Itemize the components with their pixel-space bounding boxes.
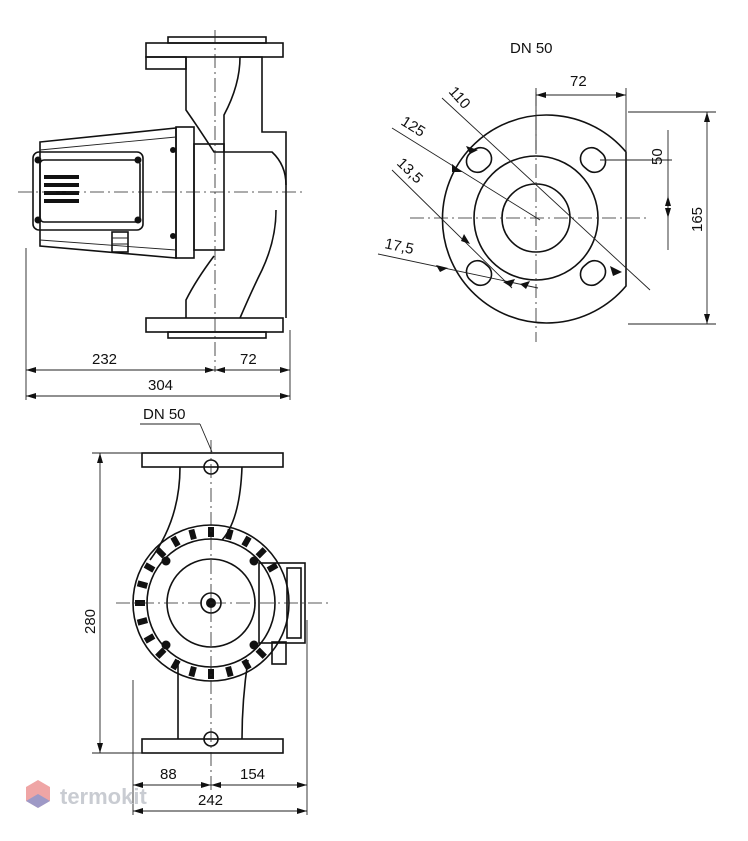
motor-ribs bbox=[39, 136, 177, 251]
flange-outline bbox=[441, 114, 627, 324]
cable-gland-thread bbox=[112, 237, 128, 245]
motor-flange bbox=[175, 126, 195, 259]
cooling-rib bbox=[225, 528, 234, 541]
upper-body bbox=[149, 466, 243, 561]
leader-line-175 bbox=[377, 253, 539, 289]
terminal-box-cover bbox=[39, 159, 141, 223]
cooling-rib bbox=[143, 562, 156, 573]
cooling-rib bbox=[255, 547, 267, 559]
cooling-rib bbox=[155, 547, 167, 559]
volute-top bbox=[224, 151, 287, 186]
dimension-arrows bbox=[536, 92, 626, 98]
side-dim-left: 232 bbox=[92, 351, 117, 368]
terminal-box bbox=[32, 151, 144, 231]
top-dim-total: 242 bbox=[198, 792, 223, 809]
top-dim-left: 88 bbox=[160, 766, 177, 783]
bolt-slot bbox=[465, 259, 493, 287]
lower-body-left bbox=[185, 255, 215, 318]
body-right-edge bbox=[240, 56, 287, 318]
flange-dim-125: 125 bbox=[398, 113, 428, 141]
upper-body-left bbox=[185, 56, 241, 153]
flange-dim-50: 50 bbox=[649, 148, 666, 165]
top-flange-boss bbox=[167, 36, 267, 44]
cooling-rib bbox=[136, 617, 149, 626]
cooling-rib bbox=[170, 658, 181, 671]
leader-line-125 bbox=[391, 127, 541, 221]
dn-leader bbox=[199, 423, 213, 453]
watermark-brand: termokit bbox=[60, 784, 147, 809]
flange-dim-175: 17,5 bbox=[383, 235, 415, 258]
bolt-slot bbox=[465, 146, 493, 174]
flange-dim-135: 13,5 bbox=[393, 155, 426, 188]
flange-dim-165: 165 bbox=[689, 207, 706, 232]
display-bar-1 bbox=[44, 175, 79, 179]
cooling-rib bbox=[241, 658, 252, 671]
cooling-rib bbox=[255, 647, 267, 659]
lower-body-right bbox=[239, 209, 277, 319]
cable-gland bbox=[271, 641, 287, 665]
cooling-rib bbox=[155, 647, 167, 659]
screw-icon bbox=[134, 216, 142, 224]
top-view: DN 50 280 bbox=[82, 406, 330, 815]
leader-line-135 bbox=[391, 169, 513, 289]
bolt-icon bbox=[170, 233, 176, 239]
screw-icon bbox=[34, 156, 42, 164]
logo-icon-lower bbox=[26, 794, 50, 808]
bottom-flange-boss bbox=[167, 331, 267, 339]
cooling-rib bbox=[143, 633, 156, 644]
side-dim-right: 72 bbox=[240, 351, 257, 368]
display-bar-3 bbox=[44, 191, 79, 195]
leader-line-110 bbox=[441, 97, 651, 291]
cooling-rib bbox=[241, 535, 252, 548]
cooling-rib bbox=[266, 562, 279, 573]
cooling-rib bbox=[136, 580, 149, 589]
outlet-flange bbox=[141, 738, 284, 754]
flange-dn-label: DN 50 bbox=[510, 40, 553, 57]
terminal-box bbox=[258, 562, 306, 644]
side-dim-total: 304 bbox=[148, 377, 173, 394]
bolt-icon bbox=[161, 640, 171, 650]
cooling-rib bbox=[188, 665, 197, 678]
bolt-icon bbox=[161, 556, 171, 566]
top-dim-height: 280 bbox=[82, 609, 99, 634]
cable-gland bbox=[111, 231, 129, 253]
bottom-flange bbox=[145, 317, 284, 333]
cooling-rib bbox=[225, 665, 234, 678]
watermark: termokit bbox=[26, 780, 147, 809]
screw-icon bbox=[34, 216, 42, 224]
cooling-rib bbox=[170, 535, 181, 548]
screw-icon bbox=[134, 156, 142, 164]
bolt-slot bbox=[579, 146, 607, 174]
flange-view: DN 50 72 50 165 110 125 bbox=[377, 40, 716, 342]
inlet-flange bbox=[141, 452, 284, 468]
cooling-rib bbox=[188, 528, 197, 541]
top-dn-label: DN 50 bbox=[143, 406, 186, 423]
pump-adapter bbox=[193, 143, 225, 251]
flange-dim-top: 72 bbox=[570, 73, 587, 90]
bolt-icon bbox=[249, 556, 259, 566]
top-flange-left-lip bbox=[145, 56, 187, 70]
top-dim-right: 154 bbox=[240, 766, 265, 783]
display-bar-2 bbox=[44, 183, 79, 187]
dimension-arrows bbox=[26, 367, 290, 373]
flange-dim-110: 110 bbox=[445, 83, 474, 112]
display-bar-4 bbox=[44, 199, 79, 203]
bolt-icon bbox=[170, 147, 176, 153]
top-flange bbox=[145, 42, 284, 58]
flange-arrows bbox=[436, 146, 622, 289]
bolt-icon bbox=[249, 640, 259, 650]
side-view: 232 72 304 bbox=[18, 30, 302, 400]
bolt-slot bbox=[579, 259, 607, 287]
